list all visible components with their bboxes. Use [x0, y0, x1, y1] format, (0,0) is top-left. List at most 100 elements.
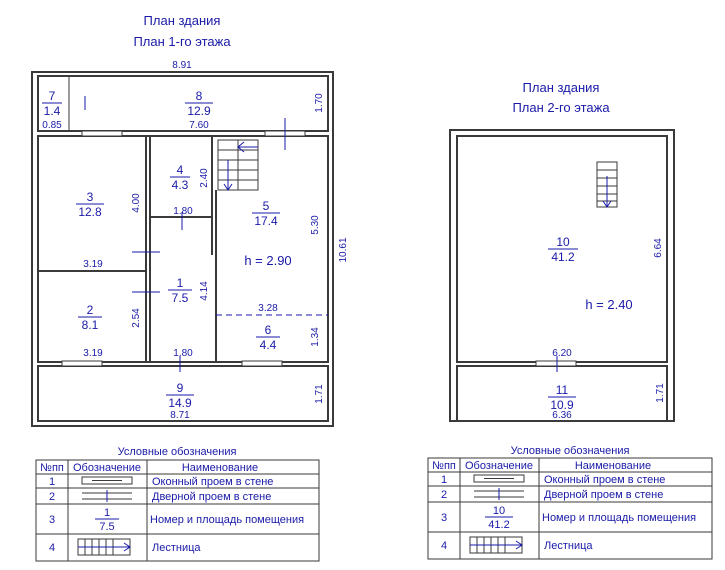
room-number: 1: [104, 507, 110, 519]
legend-1-row-name: Оконный проем в стене: [152, 476, 273, 488]
room-number: 10: [493, 505, 505, 517]
room-label-11: 11 10.9: [548, 383, 576, 412]
room-number: 10: [556, 235, 570, 249]
legend-1-row-name: Лестница: [152, 542, 201, 554]
window-icon: [61, 360, 103, 367]
legend-2-row-num: 3: [441, 512, 447, 524]
room-area: 14.9: [168, 396, 192, 410]
window-icon: [81, 130, 123, 137]
room-area: 1.4: [44, 104, 61, 118]
legend-2-row-name: Дверной проем в стене: [544, 489, 663, 501]
room-label-3: 3 12.8: [76, 190, 104, 219]
ceiling-height: h = 2.40: [585, 297, 632, 312]
main-block-walls: [37, 135, 329, 363]
plan-1-outline: [31, 71, 334, 427]
legend-2: Условные обозначения №пп Обозначение Наи…: [427, 445, 713, 560]
room-number: 3: [87, 190, 94, 204]
legend-2-row-name: Номер и площадь помещения: [542, 512, 696, 524]
dim-room4-depth: 2.40: [199, 168, 210, 188]
legend-2-row-num: 4: [441, 540, 447, 552]
legend-2-title: Условные обозначения: [511, 445, 630, 457]
legend-1-table: [35, 459, 320, 562]
dim-room8-width: 7.60: [189, 120, 209, 131]
room-8-walls: [37, 75, 329, 132]
room-label-9: 9 14.9: [166, 381, 194, 410]
legend-2-row-num: 1: [441, 474, 447, 486]
dim-room9-depth: 1.71: [314, 384, 325, 404]
room-number: 1: [177, 276, 184, 290]
room-number: 8: [196, 89, 203, 103]
room-area: 7.5: [99, 521, 114, 533]
legend-2-row-name: Оконный проем в стене: [544, 474, 665, 486]
plan-1: План здания План 1-го этажа: [31, 13, 349, 427]
room-number: 9: [177, 381, 184, 395]
legend-1-row-name: Номер и площадь помещения: [150, 514, 304, 526]
dim-room6-width: 3.28: [258, 303, 278, 314]
room-label-10: 10 41.2: [548, 235, 578, 264]
dim-room10-depth: 6.64: [653, 238, 664, 258]
dim-room2-depth: 2.54: [131, 308, 142, 328]
room-label-4: 4 4.3: [170, 163, 190, 192]
dim-room7-width: 0.85: [42, 120, 62, 131]
room-area: 4.3: [172, 178, 189, 192]
stair-icon: [596, 161, 618, 208]
room-label-7: 7 1.4: [42, 89, 62, 118]
legend-2-header-num: №пп: [432, 460, 456, 472]
dim-room3-width: 3.19: [83, 259, 103, 270]
plan-1-subtitle: План 1-го этажа: [133, 34, 231, 49]
legend-2-header-name: Наименование: [575, 460, 651, 472]
room-number: 4: [177, 163, 184, 177]
legend-1-header-name: Наименование: [182, 462, 258, 474]
room-label-5: 5 17.4: [252, 199, 280, 228]
legend-1-row-name: Дверной проем в стене: [152, 491, 271, 503]
stair-symbol-icon: [469, 536, 523, 554]
window-symbol-icon: [81, 476, 133, 485]
legend-2-row-name: Лестница: [544, 540, 593, 552]
room-area: 4.4: [260, 338, 277, 352]
dim-right-height: 10.61: [338, 237, 349, 262]
room-area: 10.9: [550, 398, 574, 412]
legend-1-row-num: 1: [49, 476, 55, 488]
dim-room9-width: 8.71: [170, 410, 190, 421]
legend-2-header-symbol: Обозначение: [465, 460, 533, 472]
room-label-8: 8 12.9: [185, 89, 213, 118]
legend-1-row-num: 3: [49, 514, 55, 526]
dim-room1-depth: 4.14: [199, 281, 210, 301]
room-area: 7.5: [172, 291, 189, 305]
plan-1-title: План здания: [144, 13, 221, 28]
legend-1-row-num: 2: [49, 491, 55, 503]
room-label-symbol: 1 7.5: [95, 507, 119, 533]
room-number: 11: [556, 383, 569, 397]
ceiling-height: h = 2.90: [244, 253, 291, 268]
room-label-2: 2 8.1: [78, 303, 102, 332]
door-symbol-icon: [474, 488, 524, 500]
legend-2-table: [427, 457, 713, 560]
dim-room4-width: 1.80: [173, 206, 193, 217]
dim-room10-width: 6.20: [552, 348, 572, 359]
room-area: 17.4: [254, 214, 278, 228]
plan-2: План здания План 2-го этажа 6.64 6.20 1.…: [449, 80, 675, 422]
legend-1-title: Условные обозначения: [118, 446, 237, 458]
room-number: 6: [265, 323, 272, 337]
dim-top-width: 8.91: [172, 60, 192, 71]
plan-2-outline: [449, 129, 675, 422]
room-area: 12.9: [187, 104, 211, 118]
legend-1-row-num: 4: [49, 542, 55, 554]
dim-room6-depth: 1.34: [310, 327, 321, 347]
stair-icon: [217, 139, 259, 191]
door-symbol-icon: [82, 490, 132, 502]
legend-1-header-symbol: Обозначение: [73, 462, 141, 474]
room-area: 8.1: [82, 318, 99, 332]
plan-2-subtitle: План 2-го этажа: [512, 100, 610, 115]
room-number: 7: [49, 89, 56, 103]
dim-room11-width: 6.36: [552, 410, 572, 421]
room-number: 5: [263, 199, 270, 213]
room-label-symbol: 10 41.2: [485, 505, 513, 531]
window-symbol-icon: [473, 474, 525, 483]
stair-symbol-icon: [77, 538, 131, 556]
window-icon: [241, 360, 283, 367]
dim-room8-depth: 1.70: [314, 93, 325, 113]
plan-2-title: План здания: [523, 80, 600, 95]
room-9-walls: [37, 365, 329, 422]
